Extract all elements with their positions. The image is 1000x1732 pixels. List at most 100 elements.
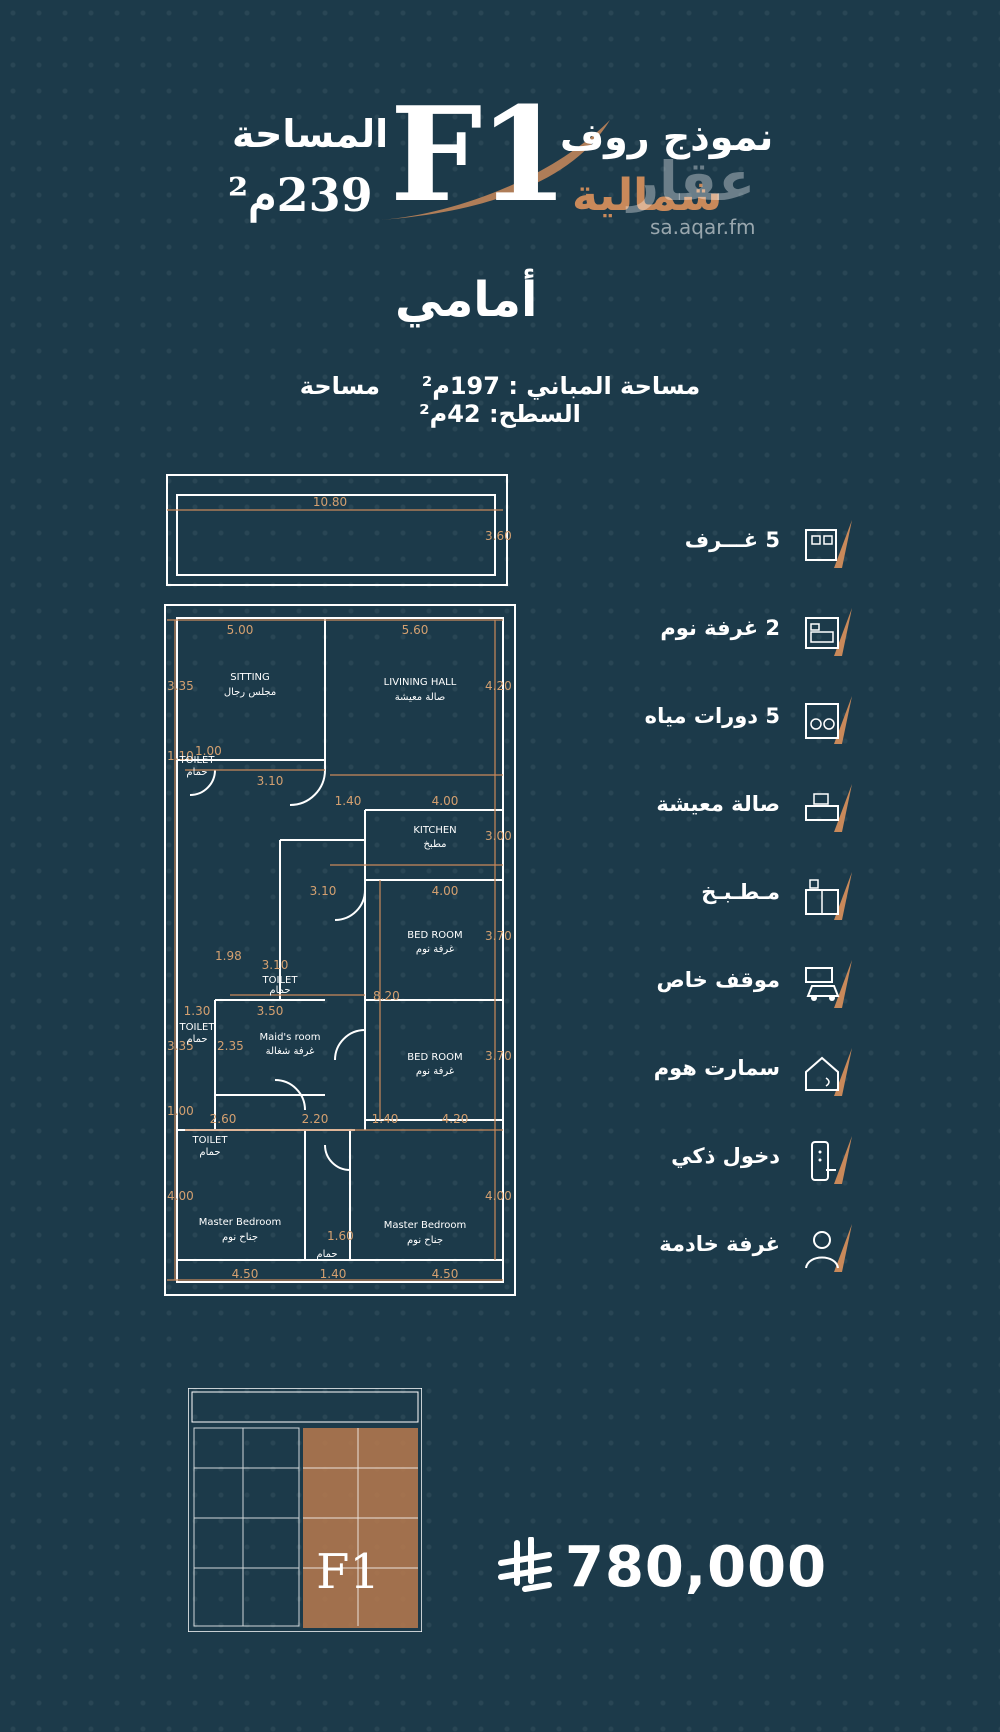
dim-w10: 3.50 [257,1004,284,1018]
floor-plan-drawing: 10.80 3.60 5.00 5.60 3.35 4.20 1.10 1.00… [164,474,516,1296]
room-sitting-ar: مجلس رجال [224,687,276,698]
feature-item: مـطـبـخ [600,872,860,922]
areas-summary: مساحة المباني : 197م² مساحة السطح: 42م² [260,372,740,428]
dim-d2: 4.20 [485,679,512,693]
feature-label: صالة معيشة [656,792,780,816]
room-toilet-3-ar: حمام [186,1034,207,1045]
kitchen-icon [805,872,852,920]
dim-w3: 3.10 [257,774,284,788]
room-maid-ar: غرفة شغالة [266,1046,315,1057]
room-bed-2-en: BED ROOM [407,1052,462,1063]
dim-w6: 3.10 [310,884,337,898]
dim-d4: 1.00 [195,744,222,758]
room-toilet-4-en: TOILET [192,1135,229,1146]
area-label: المساحة [232,112,389,156]
feature-label: مـطـبـخ [701,880,780,904]
building-area-label: مساحة المباني : [508,372,701,400]
feature-label: دخول ذكي [671,1144,780,1168]
dim-d10: 2.35 [217,1039,244,1053]
room-bed-1-ar: غرفة نوم [416,944,454,955]
room-toilet-5-ar: حمام [316,1249,337,1260]
dim-d3: 1.10 [167,749,194,763]
dim-d13: 4.00 [167,1189,194,1203]
room-master-1-en: Master Bedroom [199,1217,282,1228]
building-area-value: 197م² [421,372,500,400]
room-toilet-4-ar: حمام [199,1147,220,1158]
dim-w-left: 5.00 [227,623,254,637]
dim-d6: 3.70 [485,929,512,943]
dim-w7: 4.00 [432,884,459,898]
feature-item: دخول ذكي [600,1136,860,1186]
dim-w9: 1.30 [184,1004,211,1018]
room-maid-en: Maid's room [260,1032,321,1043]
feature-label: غرفة خادمة [659,1232,780,1256]
model-title: نموذج روف [560,115,774,159]
sofa-icon [805,784,852,832]
feature-item: سمارت هوم [600,1048,860,1098]
roof-area-label: مساحة السطح: [299,372,581,428]
room-toilet-2-en: TOILET [262,975,299,986]
wc-icon [805,696,852,744]
price-value: 780,000 [565,1535,828,1600]
dim-d12: 1.00 [167,1104,194,1118]
dim-w13: 1.40 [372,1112,399,1126]
room-kitchen-ar: مطبخ [423,839,446,850]
feature-label: 2 غرفة نوم [660,616,780,640]
dim-d15: 4.00 [485,1189,512,1203]
watermark-url: sa.aqar.fm [650,215,756,239]
floor-plan: 10.80 3.60 5.00 5.60 3.35 4.20 1.10 1.00… [155,470,575,1310]
roof-area-value: 42م² [419,400,481,428]
dim-d7: 1.98 [215,949,242,963]
dim-top-width: 10.80 [313,495,347,509]
dim-d8: 8.20 [373,989,400,1003]
dim-d14: 1.60 [327,1229,354,1243]
feature-label: سمارت هوم [653,1056,780,1080]
room-bed-2-ar: غرفة نوم [416,1066,454,1077]
dim-b1: 4.50 [232,1267,259,1281]
dim-roof-depth: 3.60 [485,529,512,543]
feature-item: 5 دورات مياه [600,696,860,746]
room-toilet-1-en: TOILET [179,755,216,766]
roof-inner [176,494,496,576]
feature-label: 5 دورات مياه [644,704,780,728]
key-plan-drawing: F1 [187,1387,423,1633]
house-inner [176,617,504,1283]
building-key-plan: F1 [187,1387,423,1633]
direction-label: أمامي [395,272,538,328]
dim-d1: 3.35 [167,679,194,693]
car-icon [805,960,852,1008]
room-bed-1-en: BED ROOM [407,930,462,941]
maid-icon [805,1224,852,1272]
room-living-ar: صالة معيشة [395,692,446,703]
feature-item: صالة معيشة [600,784,860,834]
dim-w11: 2.60 [210,1112,237,1126]
room-master-2-en: Master Bedroom [384,1220,467,1231]
dim-w12: 2.20 [302,1112,329,1126]
dim-d9: 3.35 [167,1039,194,1053]
smart-lock-icon [811,1136,852,1184]
dim-b2: 1.40 [320,1267,347,1281]
house-outline [164,604,516,1296]
dim-w14: 4.20 [442,1112,469,1126]
rooms-icon [805,520,852,568]
room-toilet-1-ar: حمام [186,767,207,778]
room-living-en: LIVINING HALL [384,677,457,688]
model-subtitle: شمالية [572,170,723,221]
bed-icon [805,608,852,656]
room-kitchen-en: KITCHEN [413,825,456,836]
dim-w5: 4.00 [432,794,459,808]
key-plan-label: F1 [316,1544,380,1600]
room-sitting-en: SITTING [230,672,270,683]
feature-item: غرفة خادمة [600,1224,860,1274]
dim-w-right: 5.60 [402,623,429,637]
highlighted-unit [303,1428,418,1628]
area-value: 239م² [228,168,373,222]
feature-label: 5 غـــرف [684,528,780,552]
feature-item: 2 غرفة نوم [600,608,860,658]
dim-b3: 4.50 [432,1267,459,1281]
dim-w8: 3.10 [262,958,289,972]
roof-outline [166,474,508,586]
dim-d11: 3.70 [485,1049,512,1063]
dim-d5: 3.00 [485,829,512,843]
room-master-2-ar: جناح نوم [407,1235,443,1246]
